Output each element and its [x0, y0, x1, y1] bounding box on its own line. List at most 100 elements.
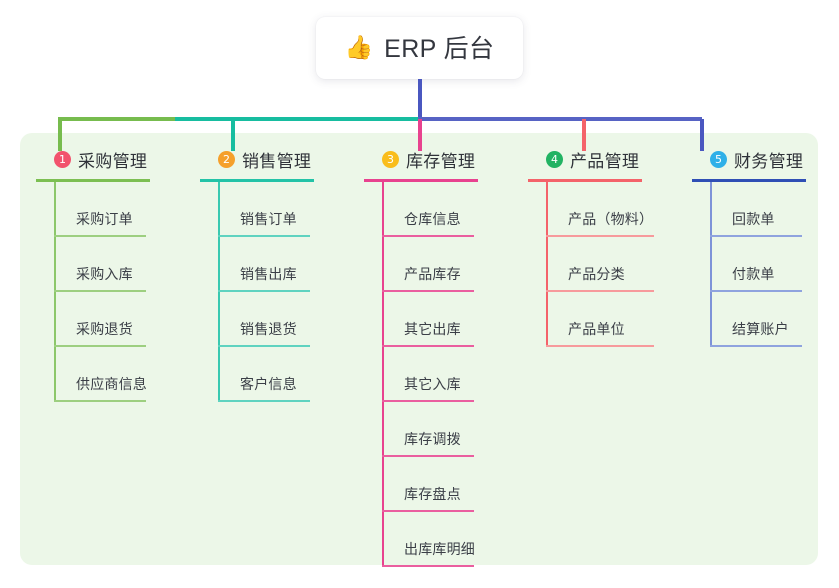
list-item-rule: [546, 345, 654, 347]
column-header-product[interactable]: 4 产品管理: [528, 148, 642, 171]
list-item-rule: [382, 345, 474, 347]
column-spine-inventory: [382, 182, 384, 567]
list-item-label: 产品库存: [404, 266, 461, 282]
list-item-label: 其它入库: [404, 376, 461, 392]
column-badge-purchase: 1: [54, 150, 71, 168]
bus-segment-purple: [418, 117, 702, 121]
list-item[interactable]: 产品库存: [382, 237, 478, 292]
column-spine-finance: [710, 182, 712, 347]
list-item-label: 出库库明细: [404, 541, 475, 557]
list-item-rule: [54, 345, 146, 347]
bus-leg-purchase: [58, 119, 62, 151]
list-item-label: 销售出库: [240, 266, 297, 282]
list-item-rule: [710, 290, 802, 292]
list-item[interactable]: 客户信息: [218, 347, 314, 402]
column-product: 4 产品管理产品（物料） 产品分类产品单位: [528, 148, 654, 347]
list-item-rule: [54, 400, 146, 402]
column-title-product: 产品管理: [570, 151, 640, 171]
list-item-label: 采购退货: [76, 321, 133, 337]
column-title-finance: 财务管理: [734, 151, 804, 171]
column-finance: 5 财务管理回款单付款单结算账户: [692, 148, 806, 347]
column-badge-product: 4: [546, 150, 563, 168]
list-item-label: 库存调拨: [404, 431, 461, 447]
column-spine-purchase: [54, 182, 56, 402]
list-item-rule: [382, 290, 474, 292]
list-item-label: 采购订单: [76, 211, 133, 227]
column-header-rule-sales: [200, 179, 314, 182]
column-header-finance[interactable]: 5 财务管理: [692, 148, 806, 171]
root-node-content: 👍 ERP 后台: [345, 29, 495, 65]
column-items-finance: 回款单付款单结算账户: [692, 182, 806, 347]
list-item[interactable]: 库存盘点: [382, 457, 478, 512]
list-item[interactable]: 采购入库: [54, 237, 150, 292]
list-item[interactable]: 库存调拨: [382, 402, 478, 457]
list-item[interactable]: 产品分类: [546, 237, 654, 292]
column-title-purchase: 采购管理: [78, 151, 148, 171]
column-spine-sales: [218, 182, 220, 402]
thumbs-up-icon: 👍: [344, 33, 374, 60]
list-item-rule: [382, 235, 474, 237]
list-item-rule: [382, 510, 474, 512]
column-title-sales: 销售管理: [242, 151, 312, 171]
column-spine-product: [546, 182, 548, 347]
list-item-rule: [218, 290, 310, 292]
list-item-label: 销售退货: [240, 321, 297, 337]
list-item-rule: [382, 565, 474, 567]
list-item-rule: [218, 345, 310, 347]
column-header-rule-product: [528, 179, 642, 182]
list-item-rule: [54, 235, 146, 237]
root-node-label: ERP 后台: [384, 35, 495, 63]
list-item-label: 采购入库: [76, 266, 133, 282]
column-items-product: 产品（物料） 产品分类产品单位: [528, 182, 654, 347]
list-item[interactable]: 产品单位: [546, 292, 654, 347]
list-item-label: 供应商信息: [76, 376, 147, 392]
list-item[interactable]: 其它入库: [382, 347, 478, 402]
list-item-rule: [382, 455, 474, 457]
list-item[interactable]: 付款单: [710, 237, 806, 292]
list-item[interactable]: 销售退货: [218, 292, 314, 347]
list-item-rule: [546, 235, 654, 237]
list-item[interactable]: 销售出库: [218, 237, 314, 292]
list-item[interactable]: 结算账户: [710, 292, 806, 347]
list-item-rule: [54, 290, 146, 292]
diagram-background-panel: [20, 133, 818, 565]
column-header-rule-inventory: [364, 179, 478, 182]
list-item[interactable]: 其它出库: [382, 292, 478, 347]
list-item[interactable]: 仓库信息: [382, 182, 478, 237]
list-item-label: 客户信息: [240, 376, 297, 392]
column-items-purchase: 采购订单采购入库采购退货供应商信息: [36, 182, 150, 402]
list-item-label: 产品分类: [568, 266, 625, 282]
column-header-rule-purchase: [36, 179, 150, 182]
list-item[interactable]: 采购订单: [54, 182, 150, 237]
list-item[interactable]: 供应商信息: [54, 347, 150, 402]
list-item-rule: [546, 290, 654, 292]
list-item[interactable]: 出库库明细: [382, 512, 478, 567]
list-item[interactable]: 产品（物料）: [546, 182, 654, 237]
list-item-label: 结算账户: [732, 321, 789, 337]
bus-segment-green: [58, 117, 175, 121]
column-badge-finance: 5: [710, 150, 727, 168]
list-item[interactable]: 销售订单: [218, 182, 314, 237]
bus-leg-finance: [700, 119, 704, 151]
column-header-purchase[interactable]: 1 采购管理: [36, 148, 150, 171]
list-item-rule: [218, 400, 310, 402]
bus-segment-teal: [175, 117, 420, 121]
bus-leg-sales: [231, 119, 235, 151]
list-item-label: 仓库信息: [404, 211, 461, 227]
connector-trunk-vertical: [418, 79, 422, 119]
list-item-label: 付款单: [732, 266, 775, 282]
list-item-label: 回款单: [732, 211, 775, 227]
list-item-rule: [710, 235, 802, 237]
list-item-rule: [218, 235, 310, 237]
bus-leg-product: [582, 119, 586, 151]
root-node-erp-backend[interactable]: 👍 ERP 后台: [316, 17, 523, 79]
list-item-label: 库存盘点: [404, 486, 461, 502]
list-item-label: 销售订单: [240, 211, 297, 227]
list-item[interactable]: 采购退货: [54, 292, 150, 347]
list-item[interactable]: 回款单: [710, 182, 806, 237]
list-item-label: 产品单位: [568, 321, 625, 337]
